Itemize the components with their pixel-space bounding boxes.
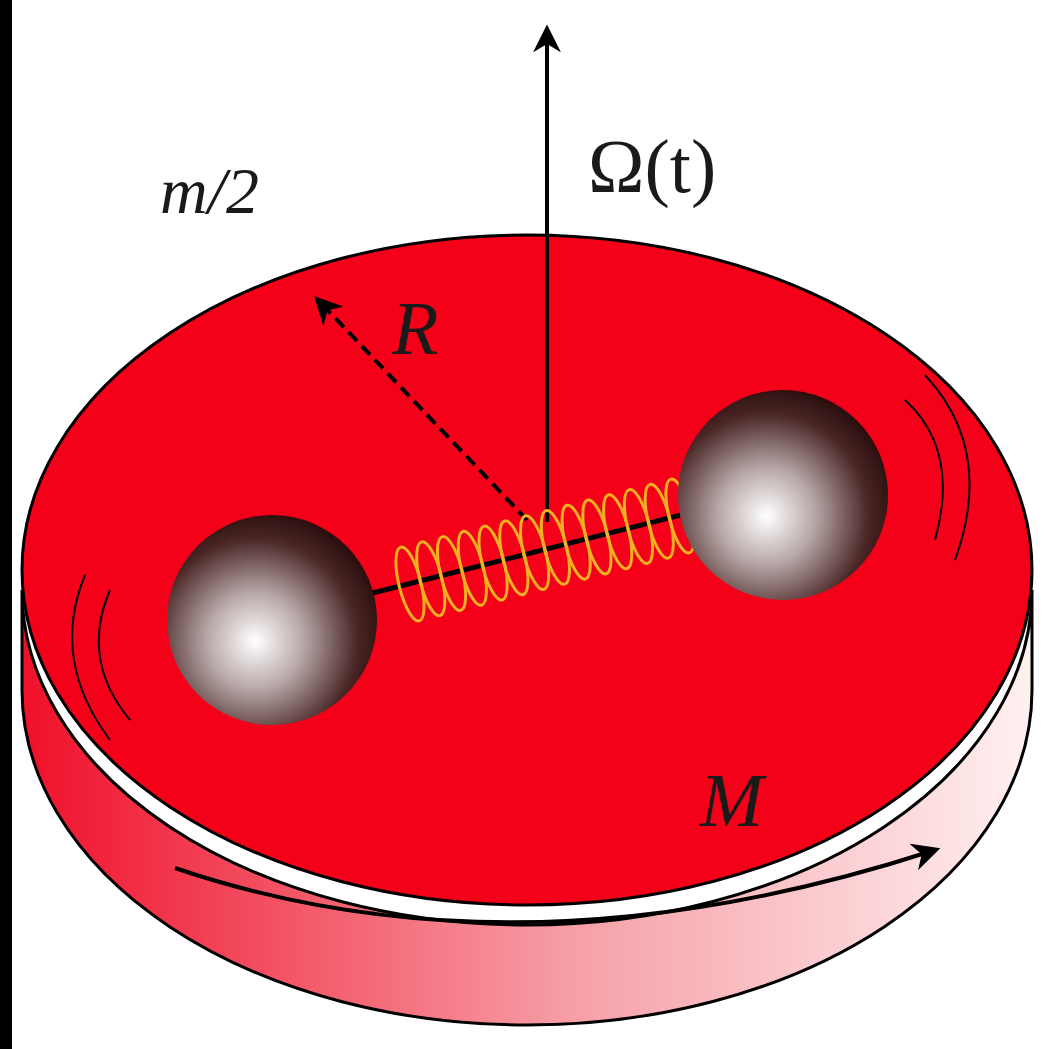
motion-arcs xyxy=(72,375,969,740)
spring-coil xyxy=(619,487,659,566)
spring-coil xyxy=(473,524,513,603)
spring-coil xyxy=(577,497,617,576)
spring-coil xyxy=(494,518,534,597)
spring-coil xyxy=(639,482,679,561)
spring-coil xyxy=(536,508,576,587)
disk-top xyxy=(22,235,1032,905)
mass-label: m/2 xyxy=(160,158,259,224)
disk-mass-label: M xyxy=(700,762,763,838)
spring-coil xyxy=(515,513,555,592)
spring-coil xyxy=(432,534,472,613)
spring xyxy=(390,476,700,623)
mass-ball xyxy=(167,515,377,725)
mass-ball xyxy=(678,390,888,600)
spring-coil xyxy=(556,503,596,582)
spring-coil xyxy=(598,492,638,571)
spring-coil xyxy=(411,539,451,618)
omega-label: Ω(t) xyxy=(588,128,716,204)
spring-coil xyxy=(452,529,492,608)
rotation-arrow xyxy=(175,850,935,922)
radius-label: R xyxy=(392,290,438,366)
spring-coil xyxy=(390,544,430,623)
rotation-axis xyxy=(545,30,549,522)
